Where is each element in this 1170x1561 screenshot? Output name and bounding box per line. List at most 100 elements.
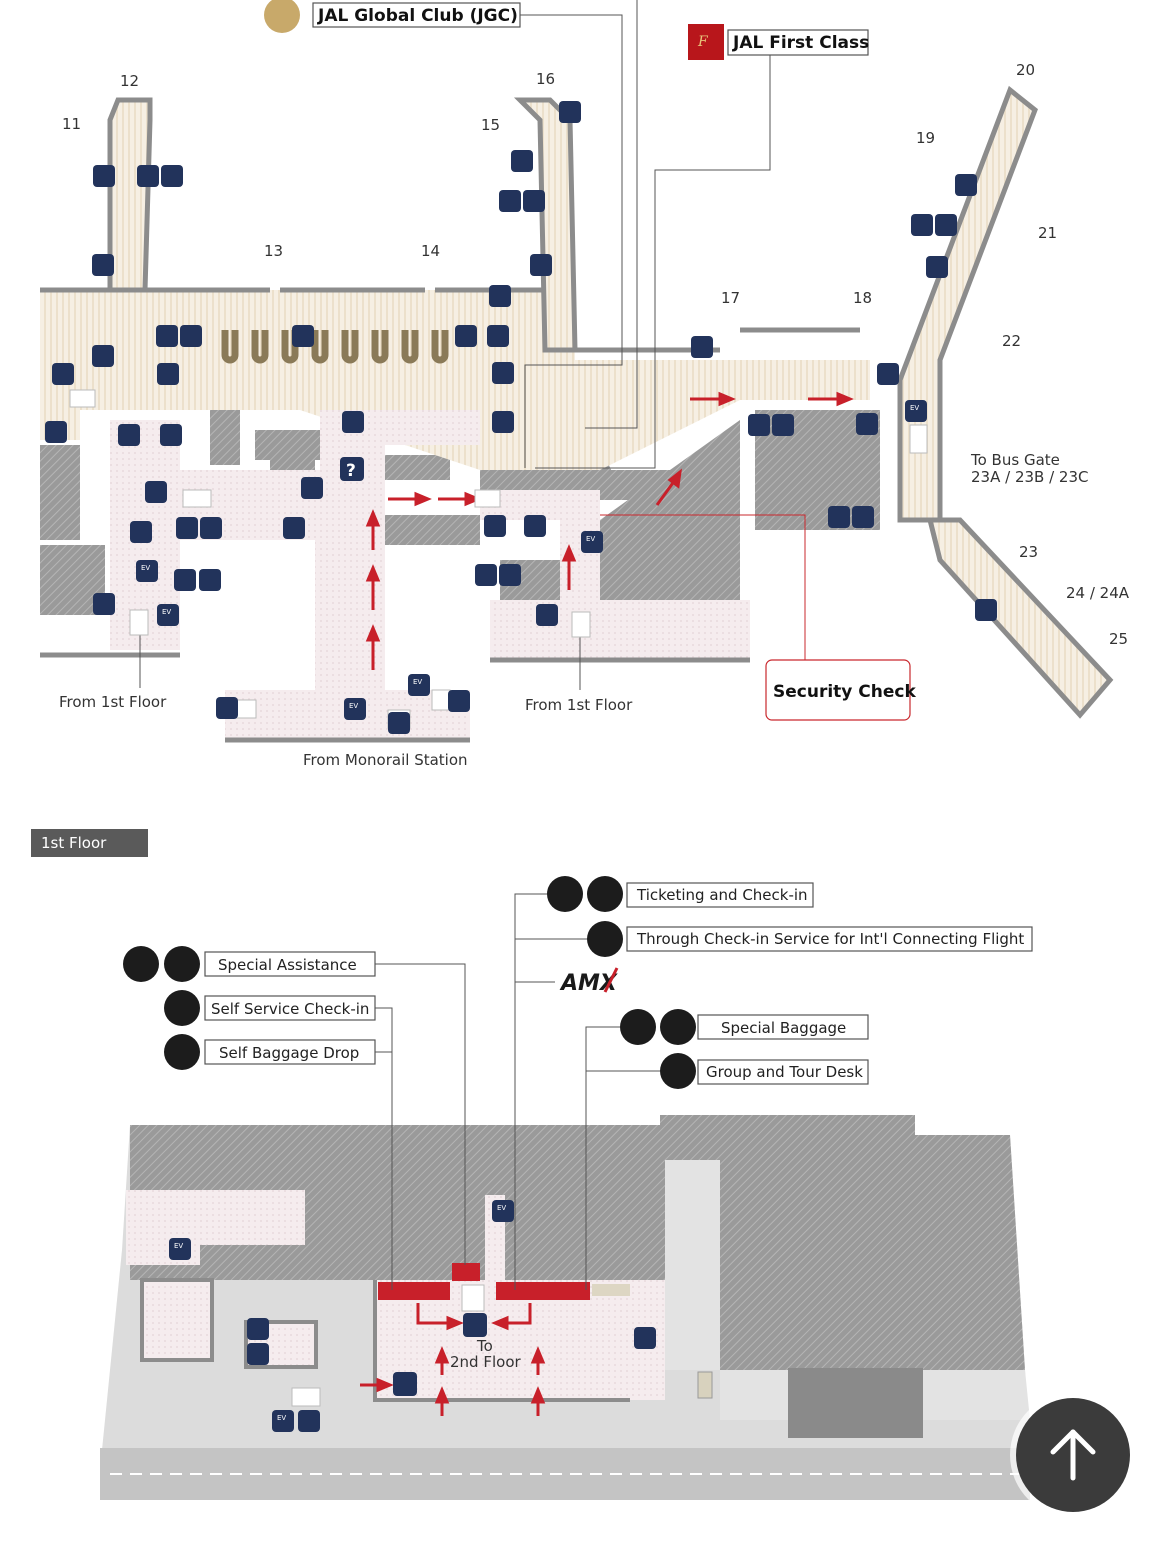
group-tour-label: Group and Tour Desk xyxy=(706,1063,863,1081)
information-icon: ? xyxy=(340,457,364,481)
elevator-glyph: EV xyxy=(277,1414,286,1422)
gate-17: 17 xyxy=(721,289,740,307)
first-class-lounge-callout[interactable]: F JAL First Class xyxy=(535,24,869,469)
special-assistance-label: Special Assistance xyxy=(218,956,357,974)
svg-text:F: F xyxy=(697,34,709,50)
gate-11: 11 xyxy=(62,115,81,133)
special-baggage-icon xyxy=(660,1009,696,1045)
assistance-icon xyxy=(123,946,159,982)
special-assistance-callout[interactable]: Special Assistance xyxy=(123,946,466,1265)
gate-23: 23 xyxy=(1019,543,1038,561)
gate-18: 18 xyxy=(853,289,872,307)
escalator-icon xyxy=(52,363,74,385)
self-baggage-callout[interactable]: Self Baggage Drop xyxy=(164,1034,392,1070)
first-floor-arrows xyxy=(360,1303,546,1416)
scroll-to-top-button[interactable] xyxy=(1016,1398,1130,1512)
facility-icons-first-floor: EV EV EV xyxy=(169,1200,656,1432)
aed-icon xyxy=(691,336,713,358)
restroom-icon xyxy=(499,190,521,212)
gate-20: 20 xyxy=(1016,61,1035,79)
escalator-icon xyxy=(93,593,115,615)
elevator-icon: EV xyxy=(157,604,179,626)
from-first-floor-right: From 1st Floor xyxy=(525,696,633,714)
through-checkin-callout[interactable]: Through Check-in Service for Int'l Conne… xyxy=(587,921,1033,957)
security-check-callout[interactable]: Security Check xyxy=(600,514,916,721)
aed-icon xyxy=(975,599,997,621)
drink-icon xyxy=(484,515,506,537)
elevator-icon: EV xyxy=(905,400,927,422)
aed-icon xyxy=(524,515,546,537)
elevator-glyph: EV xyxy=(349,702,358,710)
aed-icon xyxy=(145,481,167,503)
accessible-icon xyxy=(935,214,957,236)
escalator-icon xyxy=(536,604,558,626)
elevator-glyph: EV xyxy=(174,1242,183,1250)
accessible-icon xyxy=(499,564,521,586)
aed-icon xyxy=(45,421,67,443)
svg-text:?: ? xyxy=(346,461,356,481)
first-class-logo-icon xyxy=(688,24,724,60)
direction-arrows xyxy=(365,391,854,670)
elevator-glyph: EV xyxy=(497,1204,506,1212)
amx-logo: AMX xyxy=(559,967,619,996)
restroom-icon xyxy=(156,325,178,347)
bus-gate-label-1: To Bus Gate xyxy=(970,451,1060,469)
baggage-icon xyxy=(620,1009,656,1045)
accessible-icon xyxy=(487,325,509,347)
gate-13: 13 xyxy=(264,242,283,260)
elevator-icon: EV xyxy=(492,1200,514,1222)
accessible-icon xyxy=(772,414,794,436)
self-baggage-label: Self Baggage Drop xyxy=(219,1044,359,1062)
special-baggage-callout[interactable]: Special Baggage xyxy=(585,1009,869,1290)
accessible-icon xyxy=(523,190,545,212)
aed-icon xyxy=(292,325,314,347)
elevator-icon: EV xyxy=(136,560,158,582)
self-service-label: Self Service Check-in xyxy=(211,1000,369,1018)
restroom-icon xyxy=(748,414,770,436)
elevator-glyph: EV xyxy=(162,608,171,616)
gate-19: 19 xyxy=(916,129,935,147)
from-first-floor-left: From 1st Floor xyxy=(59,693,167,711)
self-service-callout[interactable]: Self Service Check-in xyxy=(164,990,393,1290)
ticketing-callout[interactable]: Ticketing and Check-in xyxy=(547,876,814,912)
elevator-glyph: EV xyxy=(141,564,150,572)
escalator-icon xyxy=(492,411,514,433)
vending-icon xyxy=(634,1327,656,1349)
escalator-icon xyxy=(388,712,410,734)
smoking-icon xyxy=(93,165,115,187)
vending-icon xyxy=(160,424,182,446)
accessible-icon xyxy=(199,569,221,591)
stairs-first-floor xyxy=(291,1387,321,1407)
restroom-icon xyxy=(174,569,196,591)
gate-22: 22 xyxy=(1002,332,1021,350)
smoking-icon xyxy=(511,150,533,172)
ticketing-label: Ticketing and Check-in xyxy=(636,886,808,904)
elevator-glyph: EV xyxy=(586,535,595,543)
aed-icon xyxy=(301,477,323,499)
elevator-icon: EV xyxy=(581,531,603,553)
aed-icon xyxy=(926,256,948,278)
elevator-icon: EV xyxy=(169,1238,191,1260)
smoking-icon xyxy=(856,413,878,435)
first-floor-tab: 1st Floor xyxy=(31,829,148,857)
drink-icon xyxy=(118,424,140,446)
group-tour-callout[interactable]: Group and Tour Desk xyxy=(586,1053,869,1089)
kiosk-icon xyxy=(164,990,200,1026)
elevator-icon: EV xyxy=(272,1410,294,1432)
elevator-icon: EV xyxy=(344,698,366,720)
aed-icon xyxy=(530,254,552,276)
jgc-label: JAL Global Club (JGC) xyxy=(317,6,518,26)
jgc-lounge-callout[interactable]: JAL Global Club (JGC) xyxy=(264,0,638,468)
outer-walls xyxy=(40,287,940,743)
ticket-icon xyxy=(547,876,583,912)
jgc-logo-icon xyxy=(264,0,300,33)
checkin-counters xyxy=(378,1263,630,1312)
escalator-icon xyxy=(448,690,470,712)
group-desk-icon xyxy=(660,1053,696,1089)
pier-corridors xyxy=(40,85,1114,719)
gate-24: 24 / 24A xyxy=(1066,584,1130,602)
first-class-label: JAL First Class xyxy=(732,33,869,53)
through-checkin-label: Through Check-in Service for Int'l Conne… xyxy=(636,930,1024,948)
aed-icon xyxy=(877,363,899,385)
